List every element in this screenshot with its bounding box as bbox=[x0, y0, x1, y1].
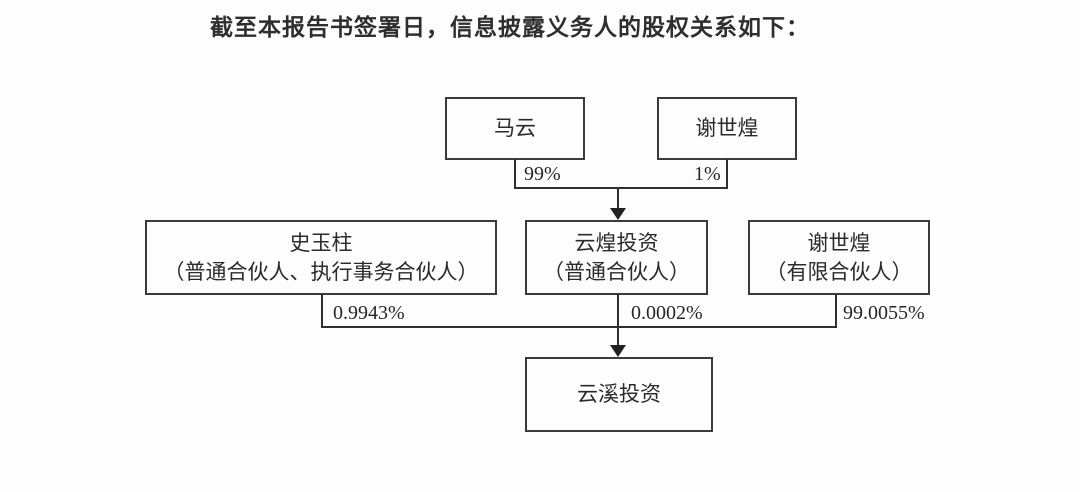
edge-label-xieshihuang-top-pct: 1% bbox=[694, 163, 721, 185]
arrowhead-into-yunhuang bbox=[610, 208, 626, 220]
node-yunxi-label: 云溪投资 bbox=[577, 382, 661, 406]
connector-yunhuang-down-stem bbox=[617, 294, 619, 346]
arrowhead-into-yunxi bbox=[610, 345, 626, 357]
node-yunxi: 云溪投资 bbox=[525, 357, 713, 432]
edge-label-shiyuzhu-pct: 0.9943% bbox=[333, 302, 405, 324]
node-yunhuang-name: 云煌投资 bbox=[574, 230, 659, 255]
node-xieshihuang-lp-name: 谢世煌 bbox=[807, 230, 871, 255]
connector-shiyuzhu-down bbox=[321, 294, 323, 328]
node-xieshihuang-top: 谢世煌 bbox=[657, 97, 797, 160]
node-xieshihuang-top-label: 谢世煌 bbox=[695, 116, 759, 140]
diagram-caption: 截至本报告书签署日，信息披露义务人的股权关系如下： bbox=[210, 15, 810, 40]
node-xieshihuang-lp-role: （有限合伙人） bbox=[765, 259, 913, 284]
connector-mayun-down bbox=[514, 159, 516, 189]
edge-label-mayun-pct: 99% bbox=[524, 163, 561, 185]
node-yunhuang-role: （普通合伙人） bbox=[543, 259, 690, 284]
node-yunhuang: 云煌投资 （普通合伙人） bbox=[525, 220, 708, 295]
node-shiyuzhu-role: （普通合伙人、执行事务合伙人） bbox=[163, 259, 479, 284]
node-xieshihuang-lp: 谢世煌 （有限合伙人） bbox=[748, 220, 930, 295]
connector-bottom-horizontal bbox=[321, 326, 837, 328]
edge-label-xieshihuang-lp-pct: 99.0055% bbox=[843, 302, 925, 324]
connector-xieshihuang-lp-down bbox=[835, 294, 837, 328]
node-shiyuzhu-name: 史玉柱 bbox=[289, 230, 353, 255]
connector-xieshihuang-top-down bbox=[726, 159, 728, 189]
edge-label-yunhuang-pct: 0.0002% bbox=[631, 302, 703, 324]
connector-top-horizontal bbox=[514, 187, 728, 189]
node-shiyuzhu: 史玉柱 （普通合伙人、执行事务合伙人） bbox=[145, 220, 497, 295]
node-mayun: 马云 bbox=[445, 97, 585, 160]
node-mayun-label: 马云 bbox=[494, 116, 536, 140]
connector-into-yunhuang-stem bbox=[617, 187, 619, 210]
